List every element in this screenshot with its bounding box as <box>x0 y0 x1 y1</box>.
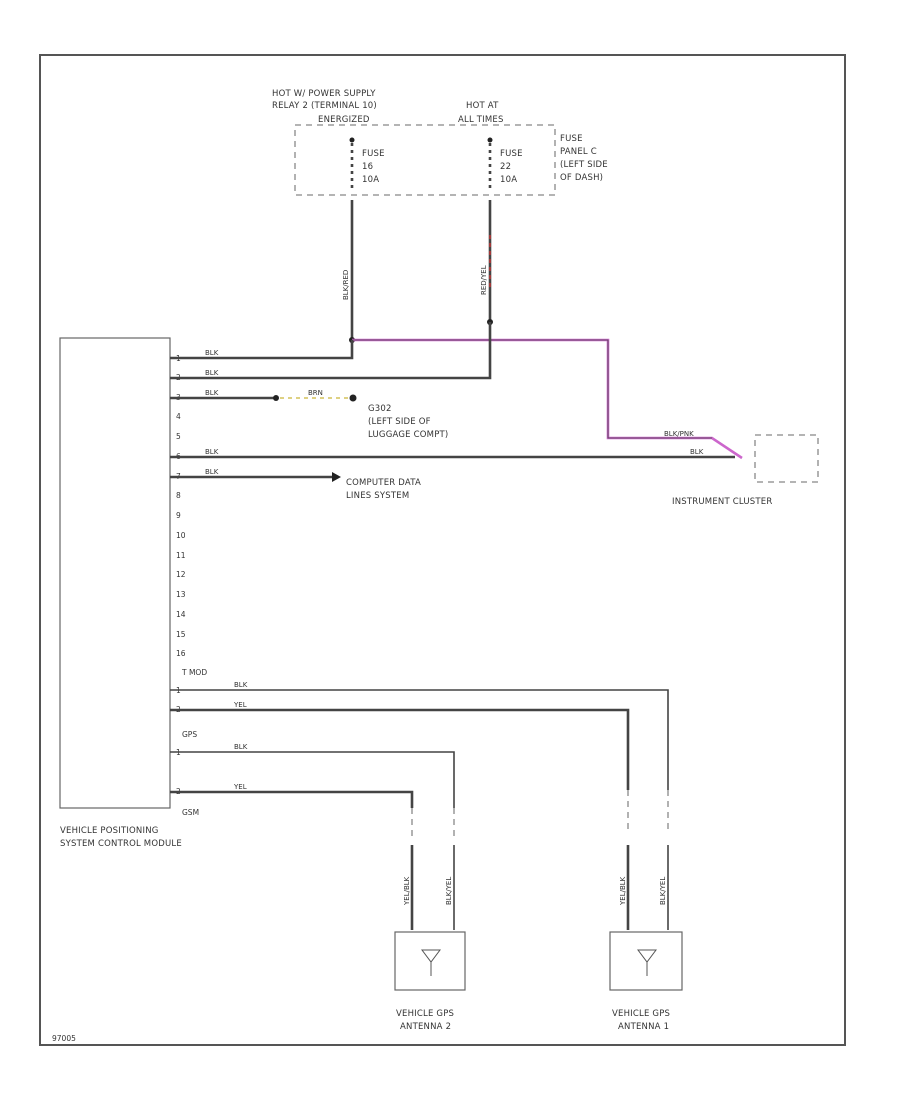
instrument-cluster-box <box>754 434 819 483</box>
gps-label: GPS <box>182 730 197 739</box>
pin3-wire-color: BLK <box>205 389 219 397</box>
tmod-wire2-color: YEL <box>233 701 247 709</box>
diagram-code: 97005 <box>52 1034 76 1043</box>
tmod-wire-2 <box>170 708 630 790</box>
pink-wire-to-cluster <box>352 338 743 460</box>
pin3-splice <box>273 395 279 401</box>
pin-9: 9 <box>176 511 181 520</box>
g302-label-1: G302 <box>368 404 392 414</box>
antenna1-connector <box>627 790 669 830</box>
antenna1-wire-a-color: YEL/BLK <box>619 876 627 906</box>
pin-16: 16 <box>176 649 186 658</box>
gps-wire2-color: YEL <box>233 783 247 791</box>
antenna1-label-2: ANTENNA 1 <box>618 1022 669 1032</box>
hot-label-3: ENERGIZED <box>318 115 370 125</box>
ground-wire-color: BRN <box>308 389 323 397</box>
gps-wire-2 <box>170 790 414 808</box>
fuse22-label-3: 10A <box>500 175 517 185</box>
fuse22-label-2: 22 <box>500 162 511 172</box>
pin2-wire <box>170 322 492 380</box>
antenna2-label-2: ANTENNA 2 <box>400 1022 451 1032</box>
pink-wire-label: BLK/PNK <box>664 430 694 438</box>
antenna2-label-1: VEHICLE GPS <box>396 1009 454 1019</box>
pink-wire-edge <box>352 339 712 439</box>
pin1-wire <box>170 340 354 360</box>
fuse22-label-1: FUSE <box>500 149 523 159</box>
fuse-panel-box <box>294 124 556 196</box>
tmod-label: T MOD <box>181 668 207 677</box>
hot-label-1: HOT W/ POWER SUPPLY <box>272 89 376 99</box>
antenna2-icon <box>421 949 441 976</box>
hot-at-1: HOT AT <box>466 101 499 111</box>
cdl-label-2: LINES SYSTEM <box>346 491 409 501</box>
tmod-wire1-color: BLK <box>234 681 248 689</box>
cdl-arrow <box>332 472 341 482</box>
antenna1-icon <box>637 949 657 976</box>
cluster-wire-color: BLK <box>690 448 704 456</box>
vps-control-module <box>59 337 171 809</box>
instrument-cluster-label: INSTRUMENT CLUSTER <box>672 497 772 507</box>
antenna2-connector <box>411 808 455 836</box>
pin-15: 15 <box>176 630 186 639</box>
module-name-1: VEHICLE POSITIONING <box>60 826 159 836</box>
gsm-label: GSM <box>182 808 199 817</box>
hot-at-2: ALL TIMES <box>458 115 504 125</box>
pin-10: 10 <box>176 531 186 540</box>
pin-14: 14 <box>176 610 186 619</box>
g302-label-2: (LEFT SIDE OF <box>368 417 431 427</box>
fuse-panel-label-1: FUSE <box>560 134 583 144</box>
fuse16-wire-color: BLK/RED <box>342 270 350 300</box>
fuse16-label-2: 16 <box>362 162 373 172</box>
fuse22-wire-color: RED/YEL <box>480 265 488 295</box>
pin-5: 5 <box>176 432 181 441</box>
antenna1-wire-b-color: BLK/YEL <box>659 877 667 905</box>
fuse-panel-label-3: (LEFT SIDE <box>560 160 608 170</box>
module-name-2: SYSTEM CONTROL MODULE <box>60 839 182 849</box>
pin-11: 11 <box>176 551 186 560</box>
pin-8: 8 <box>176 491 181 500</box>
tmod-wire-1 <box>170 689 669 790</box>
fuse16-top-node <box>349 137 355 143</box>
cdl-label-1: COMPUTER DATA <box>346 478 421 488</box>
g302-label-3: LUGGAGE COMPT) <box>368 430 448 440</box>
diagram-frame <box>39 54 846 1046</box>
fuse22-top-node <box>487 137 493 143</box>
gps-wire1-color: BLK <box>234 743 248 751</box>
antenna1-label-1: VEHICLE GPS <box>612 1009 670 1019</box>
antenna2-wire-a-color: YEL/BLK <box>403 876 411 906</box>
gps-wire-1 <box>170 751 455 808</box>
antenna2-wire-b-color: BLK/YEL <box>445 877 453 905</box>
pin-12: 12 <box>176 570 186 579</box>
pin2-wire-color: BLK <box>205 369 219 377</box>
fuse-panel-label-2: PANEL C <box>560 147 597 157</box>
pin7-wire-color: BLK <box>205 468 219 476</box>
ground-g302 <box>349 394 357 402</box>
hot-label-2: RELAY 2 (TERMINAL 10) <box>272 101 377 111</box>
fuse-panel-label-4: OF DASH) <box>560 173 603 183</box>
pin-4: 4 <box>176 412 181 421</box>
fuse16-label-3: 10A <box>362 175 379 185</box>
pin6-wire-color: BLK <box>205 448 219 456</box>
fuse16-label-1: FUSE <box>362 149 385 159</box>
pin-13: 13 <box>176 590 186 599</box>
pin1-wire-color: BLK <box>205 349 219 357</box>
module-pin-labels: 1 2 3 4 5 6 7 8 9 10 11 12 13 14 15 16 <box>176 354 186 658</box>
